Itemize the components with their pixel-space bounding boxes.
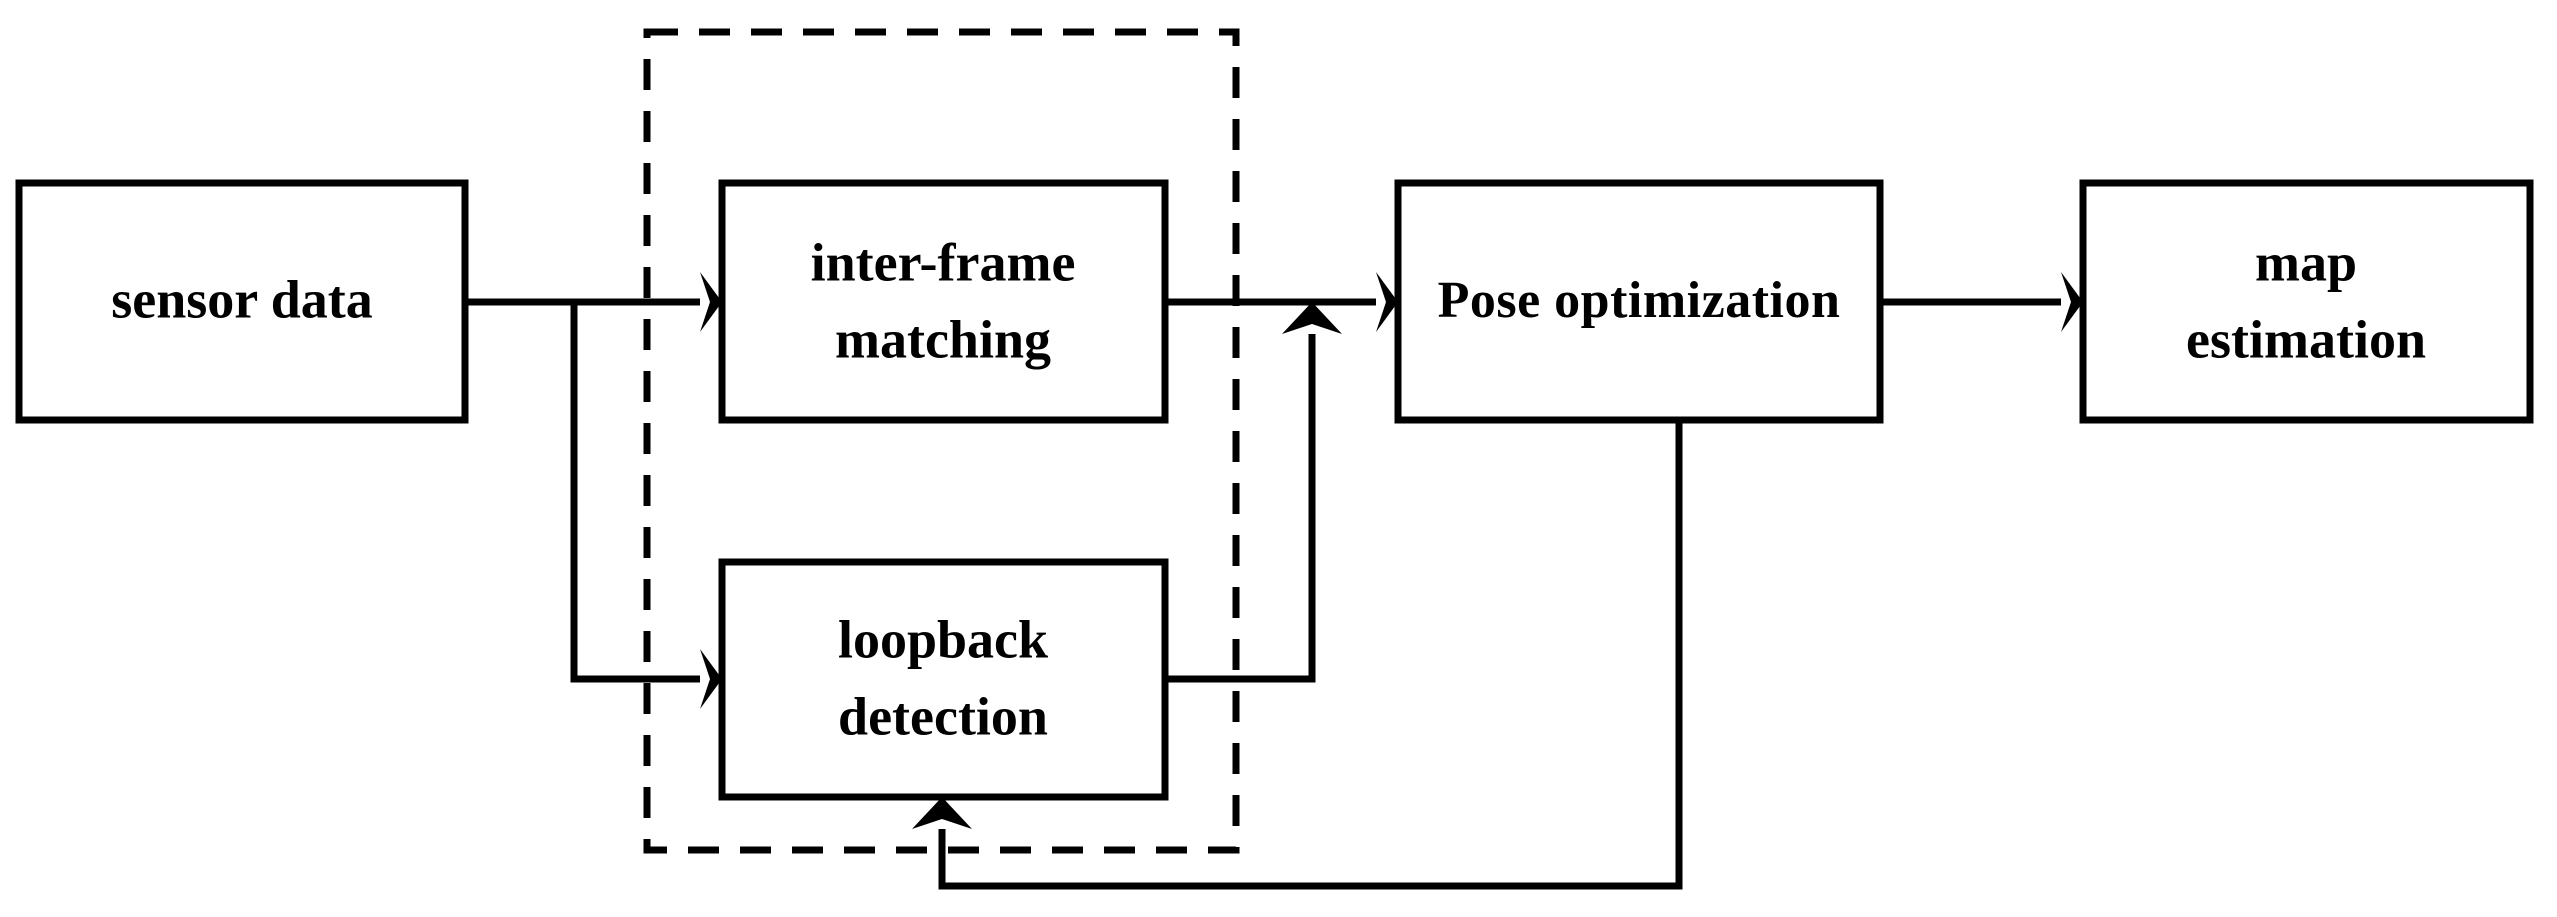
edge-loopback-to-pose-arrowhead [1282,302,1342,334]
node-sensor-data-rect[interactable] [15,179,469,424]
edge-interframe-to-pose-arrowhead [1376,272,1398,332]
node-pose-optimization[interactable]: Pose optimization [1394,179,1884,424]
node-pose-optimization-label: Pose optimization [1438,272,1841,329]
edge-sensor-to-loopback-line [570,302,700,683]
node-inter-frame-matching-rect[interactable] [718,179,1169,424]
node-map-estimation[interactable]: map estimation [2079,179,2534,424]
node-loopback-detection-rect[interactable] [718,558,1169,801]
node-map-estimation-rect[interactable] [2079,179,2534,424]
node-inter-frame-matching-label-line2: matching [835,309,1051,369]
node-inter-frame-matching-label-line1: inter-frame [811,232,1076,292]
edge-pose-feedback-to-loopback-line [938,420,1683,890]
edge-pose-feedback-to-loopback-arrowhead [912,797,972,829]
front-end-group-boundary [643,28,1240,854]
node-sensor-data[interactable]: sensor data [15,179,469,424]
edge-sensor-to-loopback-arrowhead [700,649,722,709]
edge-sensor-to-interframe-arrowhead [700,272,722,332]
node-map-estimation-label-line1: map [2255,232,2357,292]
node-map-estimation-label-line2: estimation [2186,309,2426,369]
edge-loopback-to-pose-line [1165,334,1316,683]
node-loopback-detection[interactable]: loopback detection [718,558,1169,801]
edge-pose-to-map-arrowhead [2061,272,2083,332]
node-loopback-detection-label-line1: loopback [838,609,1048,669]
node-pose-optimization-rect[interactable] [1394,179,1884,424]
node-loopback-detection-label-line2: detection [838,686,1048,746]
node-inter-frame-matching[interactable]: inter-frame matching [718,179,1169,424]
node-sensor-data-label: sensor data [111,269,373,329]
